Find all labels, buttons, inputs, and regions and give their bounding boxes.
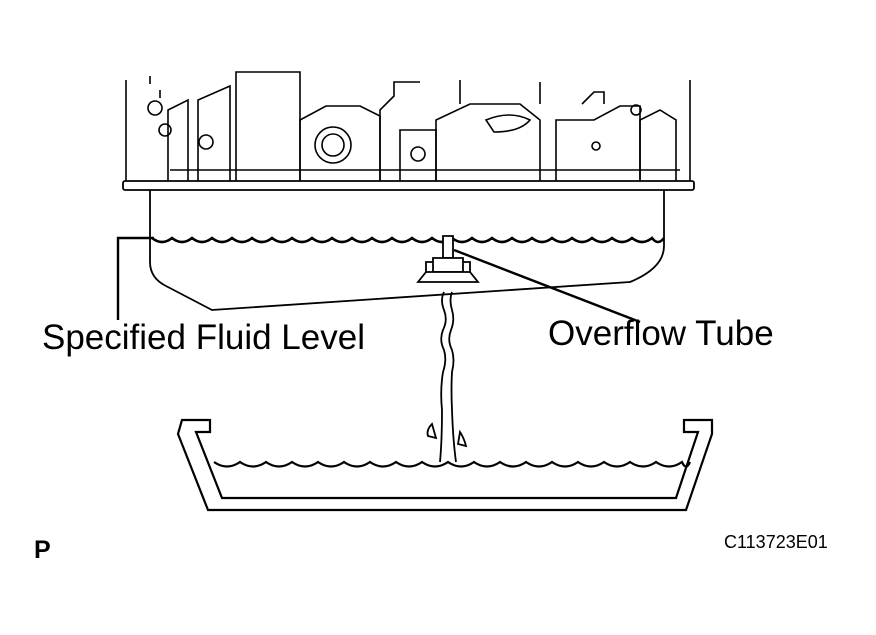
oil-pan	[150, 190, 664, 310]
view-marker-label: P	[34, 536, 51, 564]
specified-fluid-level-line	[152, 238, 664, 242]
fluid-stream	[428, 292, 467, 462]
overflow-tube-label: Overflow Tube	[548, 314, 774, 353]
overflow-tube	[418, 236, 478, 282]
figure-code-label: C113723E01	[724, 532, 828, 552]
leader-lines	[118, 238, 640, 322]
case-flange	[123, 181, 694, 190]
drain-tray	[178, 420, 712, 510]
transmission-case	[126, 72, 690, 182]
specified-fluid-level-label: Specified Fluid Level	[42, 318, 365, 357]
